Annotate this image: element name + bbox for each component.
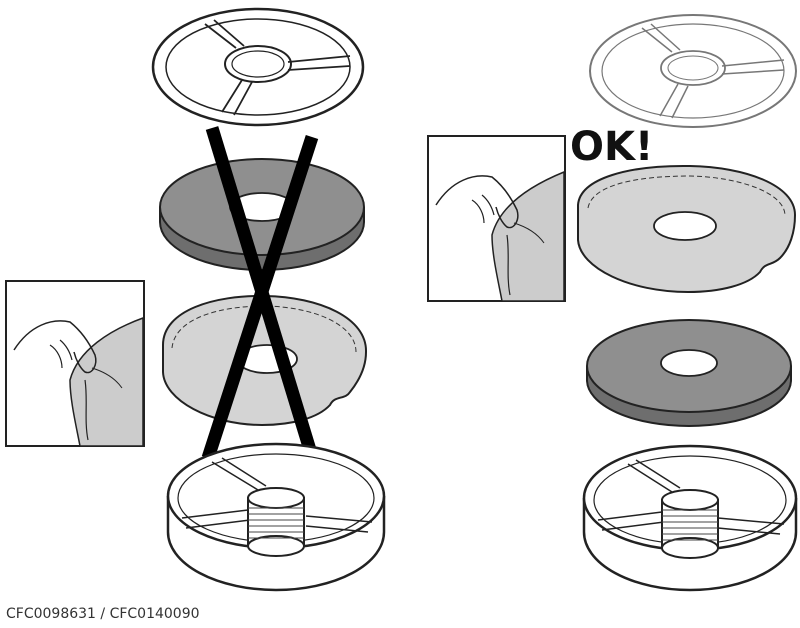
document-code: CFC0098631 / CFC0140090 — [6, 606, 200, 622]
inset-detail-left — [5, 280, 145, 447]
shade-base-right — [582, 444, 798, 592]
dark-disc-left — [159, 158, 365, 271]
light-disc-right — [577, 164, 797, 294]
cross-mark — [201, 126, 319, 461]
frame-ring-left — [151, 7, 365, 127]
ok-label: OK! — [570, 124, 653, 170]
frame-ring-right — [589, 14, 797, 128]
inset-detail-right — [427, 135, 566, 302]
shade-base-left — [166, 442, 386, 592]
dark-disc-right — [586, 319, 792, 427]
